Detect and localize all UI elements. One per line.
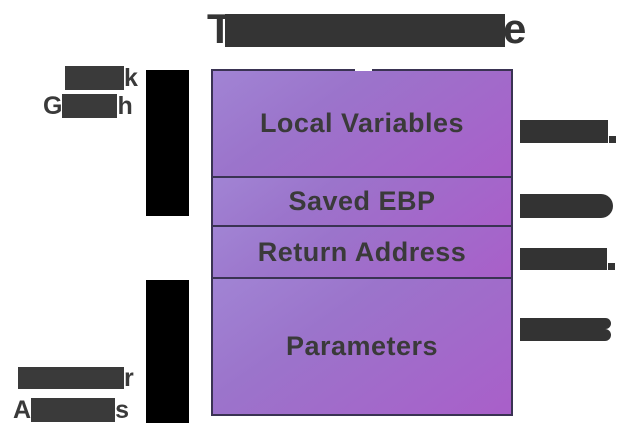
redaction-box bbox=[18, 367, 124, 389]
higher-addresses-label-line2: A s bbox=[13, 396, 129, 424]
stack-row-saved-ebp: Saved EBP bbox=[213, 176, 511, 225]
glyph-fragment-corner-tick bbox=[609, 136, 616, 143]
stack-row-parameters: Parameters bbox=[213, 277, 511, 414]
glyph-fragment-corner-tick bbox=[608, 263, 615, 270]
black-bar-bottom bbox=[146, 280, 189, 423]
top-border-gap bbox=[355, 67, 372, 71]
stack-row-label: Local Variables bbox=[259, 108, 465, 138]
redaction-box bbox=[62, 94, 118, 118]
glyph-fragment-double-bump-top bbox=[595, 318, 611, 329]
redacted-right-label-1 bbox=[520, 120, 616, 143]
title-redaction-box bbox=[225, 14, 505, 47]
redacted-right-label-2 bbox=[520, 194, 613, 218]
stack-row-label: Saved EBP bbox=[288, 186, 436, 216]
title-visible-end: e bbox=[503, 5, 527, 52]
stack-row-return-address: Return Address bbox=[213, 225, 511, 277]
redacted-right-label-4 bbox=[520, 318, 611, 341]
stack-growth-label-line1: k bbox=[65, 64, 138, 92]
stack-row-local-variables: Local Variables bbox=[213, 71, 511, 176]
glyph-fragment-double-bump-bottom bbox=[595, 329, 611, 341]
stack-growth-label-line2: G h bbox=[43, 92, 133, 120]
higher-addresses-label-line1: r bbox=[18, 364, 134, 392]
label-fragment: s bbox=[115, 396, 129, 424]
stack-frame-box: Local Variables Saved EBP Return Address… bbox=[211, 69, 513, 416]
label-fragment: G bbox=[43, 92, 63, 120]
label-fragment: k bbox=[124, 64, 138, 92]
redacted-right-label-3 bbox=[520, 248, 615, 270]
label-fragment: A bbox=[13, 396, 32, 424]
redaction-box bbox=[31, 398, 116, 422]
label-fragment: r bbox=[124, 364, 134, 392]
redaction-box bbox=[65, 66, 124, 90]
glyph-fragment-round-bump bbox=[600, 194, 613, 218]
black-bar-top bbox=[146, 70, 189, 216]
stack-row-label: Parameters bbox=[285, 331, 439, 361]
stack-row-label: Return Address bbox=[257, 236, 467, 267]
label-fragment: h bbox=[117, 92, 133, 120]
